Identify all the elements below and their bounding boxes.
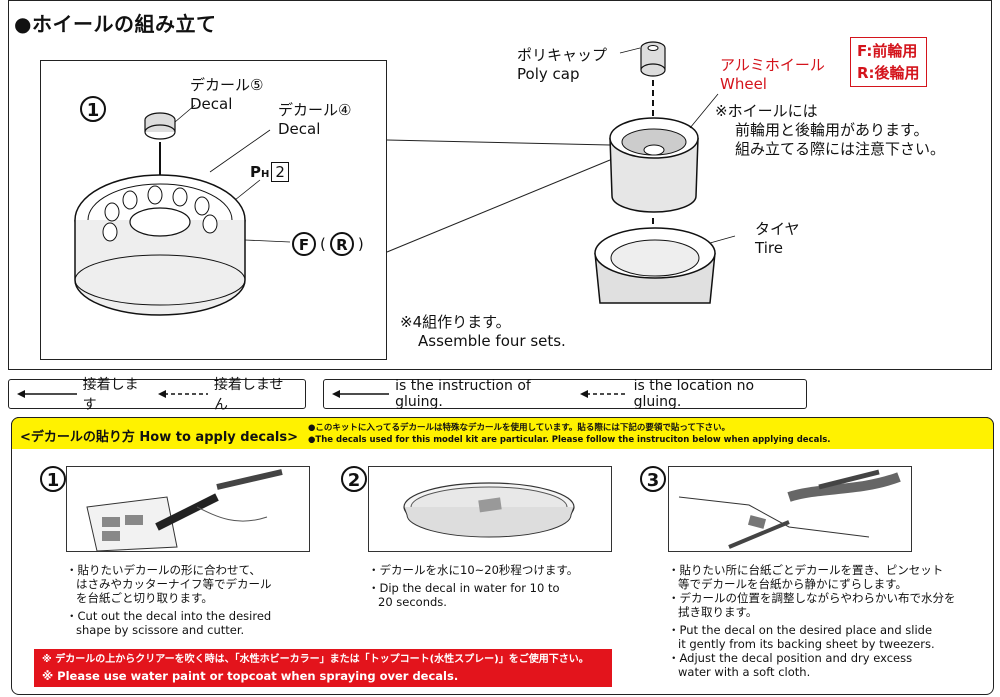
decal-step3-illustration [668, 466, 912, 552]
wheel-drawing [60, 100, 380, 320]
front-rear-box: F:前輪用 R:後輪用 [850, 37, 927, 87]
front-use-text: F:前輪用 [857, 40, 920, 62]
decal-header-title: <デカールの貼り方 How to apply decals> [20, 426, 298, 445]
decal-step2-text: ・デカールを水に10~20秒程つけます。 ・Dip the decal in w… [368, 563, 628, 613]
decal5-label-en: Decal [190, 95, 232, 113]
wheel-label-en: Wheel [720, 75, 767, 93]
wheel-note-3: 組み立てる際には注意下さい。 [735, 140, 945, 158]
solid-arrow-icon [332, 389, 389, 399]
spray-warning: ※ デカールの上からクリアーを吹く時は、「水性ホビーカラー」または「トップコート… [34, 649, 612, 687]
step2-jp-line1: ・デカールを水に10~20秒程つけます。 [368, 563, 578, 577]
legend-noglue-jp: 接着しません [214, 374, 297, 414]
step3-jp: ・貼りたい所に台紙ごとデカールを置き、ピンセット等でデカールを台紙から静かにずら… [668, 563, 988, 619]
wheel-note-2: 前輪用と後輪用があります。 [735, 121, 929, 139]
tire-label-jp: タイヤ [755, 220, 800, 238]
step1-jp: ・貼りたいデカールの形に合わせて、はさみやカッターナイフ等でデカールを台紙ごと切… [66, 563, 326, 605]
wheel-label-jp: アルミホイール [720, 56, 825, 74]
polycap-label-jp: ポリキャップ [517, 46, 607, 64]
f-r-marks: F ( R ) [292, 232, 364, 256]
decal4-label-en: Decal [278, 120, 320, 138]
step3-en-line2: it gently from its backing sheet by twee… [668, 637, 935, 651]
rear-mark: R [330, 232, 354, 256]
decal-step1-number: 1 [40, 466, 66, 492]
cut-decal-illustration [67, 467, 311, 553]
ph-sub: H [261, 169, 269, 180]
legend-noglue-en: is the location no gluing. [634, 378, 798, 410]
step1-en-line2: shape by scissore and cutter. [66, 623, 244, 637]
paren-open: ( [320, 235, 326, 253]
warning-en: ※ Please use water paint or topcoat when… [42, 668, 604, 684]
ph-prefix: P [250, 163, 261, 181]
decal-note-jp: ●このキットに入ってるデカールは特殊なデカールを使用しています。貼る際には下記の… [308, 421, 730, 433]
polycap-label-en: Poly cap [517, 65, 579, 83]
decal-step2-illustration [368, 466, 612, 552]
ph-number: 2 [271, 162, 289, 182]
wheel-note-1: ※ホイールには [715, 102, 818, 120]
step3-en-line1: ・Put the decal on the desired place and … [668, 623, 932, 637]
legend-jp: 接着します 接着しません [8, 379, 306, 409]
dashed-arrow-icon [158, 389, 208, 399]
exploded-wheel-drawing [590, 38, 740, 308]
step3-jp-line2: 等でデカールを台紙から静かにずらします。 [668, 577, 907, 591]
decal-step1-text: ・貼りたいデカールの形に合わせて、はさみやカッターナイフ等でデカールを台紙ごと切… [66, 563, 326, 641]
tire-label-en: Tire [755, 239, 783, 257]
legend-en: is the instruction of gluing. is the loc… [323, 379, 807, 409]
step3-en: ・Put the decal on the desired place and … [668, 623, 988, 679]
legend-glue-jp: 接着します [83, 374, 153, 414]
water-dish-illustration [369, 467, 613, 553]
sets-note-jp: ※4組作ります。 [400, 313, 511, 331]
rear-use-text: R:後輪用 [857, 62, 920, 84]
step2-en-line2: 20 seconds. [368, 595, 447, 609]
solid-arrow-icon [17, 389, 77, 399]
front-mark: F [292, 232, 316, 256]
step3-jp-line1: ・貼りたい所に台紙ごとデカールを置き、ピンセット [668, 563, 943, 577]
decal4-label-jp: デカール④ [278, 101, 351, 119]
step2-jp: ・デカールを水に10~20秒程つけます。 [368, 563, 628, 577]
decal-step1-illustration [66, 466, 310, 552]
step3-jp-line4: 拭き取ります。 [668, 605, 757, 619]
decal-step3-number: 3 [640, 466, 666, 492]
step1-en-line1: ・Cut out the decal into the desired [66, 609, 271, 623]
step3-en-line4: water with a soft cloth. [668, 665, 810, 679]
step2-en-line1: ・Dip the decal in water for 10 to [368, 581, 560, 595]
decal-note-en: ●The decals used for this model kit are … [308, 435, 831, 445]
dashed-arrow-icon [580, 389, 628, 399]
step1-jp-line2: はさみやカッターナイフ等でデカール [66, 577, 272, 591]
decal-step3-text: ・貼りたい所に台紙ごとデカールを置き、ピンセット等でデカールを台紙から静かにずら… [668, 563, 988, 683]
slide-decal-illustration [669, 467, 913, 553]
paren-close: ) [358, 235, 364, 253]
step1-jp-line3: を台紙ごと切り取ります。 [66, 591, 213, 605]
warning-jp: ※ デカールの上からクリアーを吹く時は、「水性ホビーカラー」または「トップコート… [42, 652, 604, 668]
step3-jp-line3: ・デカールの位置を調整しながらやわらかい布で水分を [668, 591, 956, 605]
step3-en-line3: ・Adjust the decal position and dry exces… [668, 651, 912, 665]
step1-jp-line1: ・貼りたいデカールの形に合わせて、 [66, 563, 261, 577]
decal5-label-jp: デカール⑤ [190, 76, 263, 94]
sets-note-en: Assemble four sets. [418, 332, 566, 350]
legend-glue-en: is the instruction of gluing. [395, 378, 574, 410]
decal-step2-number: 2 [341, 466, 367, 492]
